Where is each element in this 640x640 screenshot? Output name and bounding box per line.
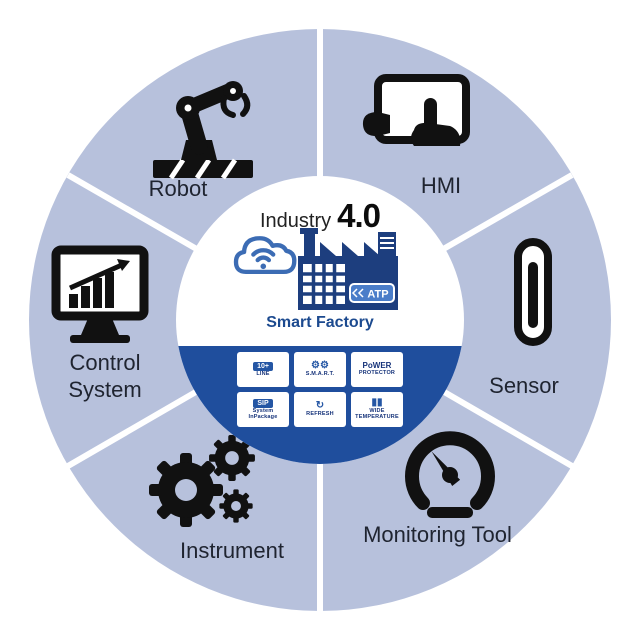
badge-secondary: LINE [256, 370, 270, 377]
badge-secondary: System InPackage [248, 407, 278, 420]
badge-power-protector: PoWER PROTECTOR [351, 352, 403, 387]
smart-factory-text: Smart Factory [266, 314, 374, 331]
industry-text: Industry [259, 210, 332, 232]
badge-secondary: PROTECTOR [358, 370, 396, 377]
badge-secondary: WIDE TEMPERATURE [355, 408, 399, 420]
badge-smart: ⚙⚙ S.M.A.R.T. [294, 352, 346, 387]
gear-icons: ⚙⚙ [311, 360, 329, 372]
badge-primary: 10+ [253, 361, 273, 371]
segment-dividers [66, 29, 574, 611]
atp-badge: ATP [349, 283, 395, 303]
tablet-hands-icon [362, 74, 470, 146]
center-title: Industry 4.0 [222, 197, 418, 235]
badge-primary: PoWER [362, 361, 392, 371]
badge-secondary: S.M.A.R.T. [305, 371, 335, 378]
segment-label-control-system: Control System [68, 350, 142, 402]
version-text: 4.0 [337, 197, 381, 234]
robot-arm-icon [153, 81, 253, 180]
segment-label-instrument: Instrument [180, 538, 284, 563]
badge-refresh: ↻ REFRESH [294, 392, 346, 427]
atp-label: ATP [367, 289, 388, 301]
factory-icon: ATP [298, 228, 398, 310]
temperature-bars-icon: ▮▮ [371, 397, 383, 409]
gauge-icon [405, 431, 495, 518]
badge-sip: SIP System InPackage [237, 392, 289, 427]
segment-label-hmi: HMI [420, 173, 462, 198]
badge-primary: SIP [253, 398, 273, 408]
badge-wide-temperature: ▮▮ WIDE TEMPERATURE [351, 392, 403, 427]
badge-10-line: 10+ LINE [237, 352, 289, 387]
segment-label-robot: Robot [148, 176, 208, 201]
badge-secondary: REFRESH [306, 411, 334, 418]
thermometer-icon [514, 238, 552, 346]
monitor-chart-icon [51, 245, 149, 343]
cloud-wifi-icon [233, 236, 297, 275]
segment-label-monitoring-tool: Monitoring Tool [363, 522, 512, 547]
segment-label-sensor: Sensor [489, 373, 559, 398]
refresh-icon: ↻ [315, 400, 325, 412]
badge-grid: 10+ LINE ⚙⚙ S.M.A.R.T. PoWER PROTECTOR S… [237, 352, 403, 427]
